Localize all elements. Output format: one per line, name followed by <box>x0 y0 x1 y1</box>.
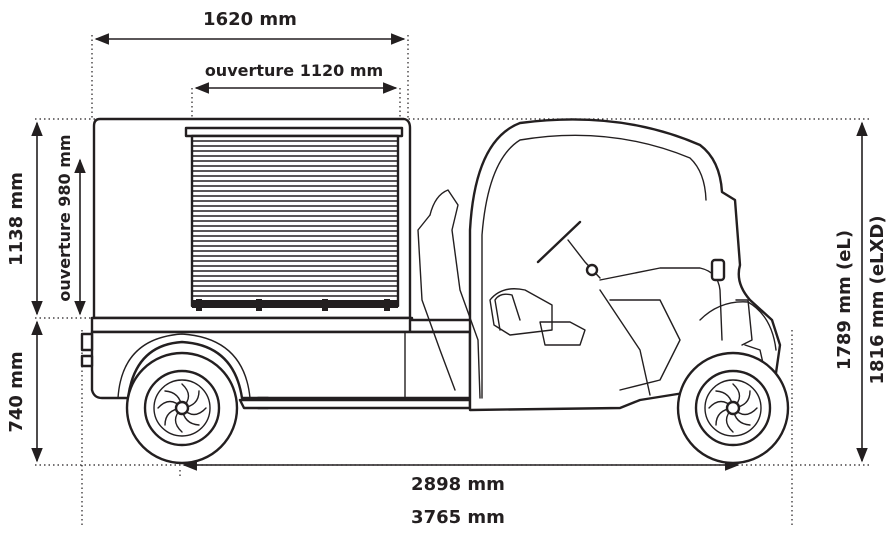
rear-wheel <box>125 351 239 465</box>
cargo-bed <box>80 316 477 410</box>
front-wheel <box>676 351 790 465</box>
box-length-label: 1620 mm <box>203 9 297 30</box>
dimension-labels: 1620 mm ouverture 1120 mm 1138 mm ouvert… <box>6 9 888 528</box>
cab <box>417 118 782 412</box>
wheelbase-label: 2898 mm <box>411 474 505 495</box>
door-width-label: ouverture 1120 mm <box>205 61 383 80</box>
vehicle-drawing <box>80 117 790 465</box>
dimension-lines <box>31 33 868 471</box>
platform-height-label: 740 mm <box>6 351 27 432</box>
box-height-label: 1138 mm <box>6 172 27 266</box>
roller-shutter-door <box>184 126 404 311</box>
cab-frame <box>468 118 782 412</box>
steering-wheel <box>536 220 582 264</box>
height-elxd-label: 1816 mm (eLXD) <box>867 215 888 384</box>
overall-length-label: 3765 mm <box>411 507 505 528</box>
door-height-label: ouverture 980 mm <box>55 134 74 301</box>
height-el-label: 1789 mm (eL) <box>834 230 855 370</box>
